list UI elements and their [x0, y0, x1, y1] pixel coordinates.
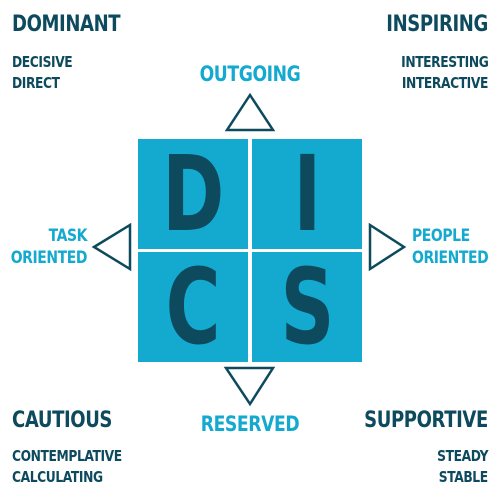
left-arrow-icon — [91, 222, 132, 272]
task-oriented-line-1: TASK — [48, 226, 88, 246]
quadrant-c: C — [138, 252, 248, 362]
people-oriented-label: PEOPLE ORIENTED — [412, 225, 489, 269]
quadrant-i: I — [252, 139, 362, 249]
people-oriented-line-1: PEOPLE — [412, 226, 470, 246]
dominant-trait-2: DIRECT — [12, 74, 60, 92]
dominant-trait-1: DECISIVE — [12, 53, 73, 71]
supportive-trait-1: STEADY — [437, 447, 488, 465]
cautious-trait-1: CONTEMPLATIVE — [12, 447, 122, 465]
letter-i: I — [293, 133, 321, 255]
quadrant-s: S — [252, 252, 362, 362]
inspiring-trait-1: INTERESTING — [400, 53, 489, 71]
up-arrow-icon — [224, 92, 276, 132]
supportive-title: SUPPORTIVE — [364, 408, 488, 433]
letter-c: C — [165, 246, 221, 368]
cautious-title: CAUTIOUS — [12, 408, 113, 433]
quadrant-d: D — [138, 139, 248, 249]
letter-d: D — [161, 133, 225, 255]
people-oriented-line-2: ORIENTED — [412, 248, 489, 268]
outgoing-label: OUTGOING — [199, 62, 301, 86]
down-arrow-icon — [223, 366, 276, 407]
reserved-label: RESERVED — [200, 412, 300, 436]
dominant-title: DOMINANT — [12, 12, 121, 37]
supportive-trait-2: STABLE — [439, 468, 488, 486]
right-arrow-icon — [368, 222, 407, 272]
inspiring-trait-2: INTERACTIVE — [401, 74, 488, 92]
inspiring-title: INSPIRING — [386, 12, 488, 37]
cautious-trait-2: CALCULATING — [12, 468, 103, 486]
task-oriented-label: TASK ORIENTED — [10, 225, 88, 269]
letter-s: S — [280, 246, 334, 368]
task-oriented-line-2: ORIENTED — [10, 248, 88, 268]
